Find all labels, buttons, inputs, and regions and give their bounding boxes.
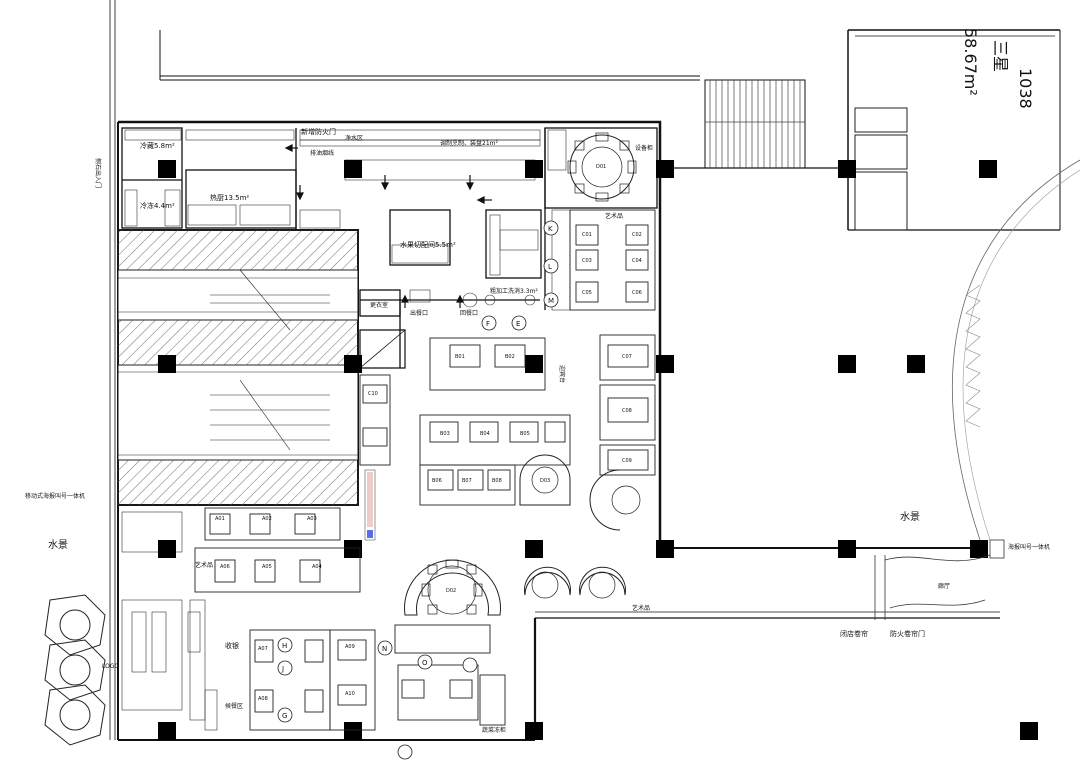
table-b07: B07	[462, 478, 472, 484]
marker-j: J	[281, 665, 284, 673]
table-c09: C09	[622, 458, 632, 464]
table-a10: A10	[345, 691, 355, 697]
table-b03: B03	[440, 431, 450, 437]
table-c04: C04	[632, 258, 642, 264]
table-a01: A01	[215, 516, 225, 522]
label-dish-return: 回餐口	[460, 309, 478, 317]
table-a05: A05	[262, 564, 272, 570]
table-a06: A06	[220, 564, 230, 570]
label-side-gate: 侧石出入门	[94, 158, 102, 188]
label-clean-zone: 净水区	[345, 134, 363, 142]
structural-columns	[158, 160, 1038, 740]
marker-g: G	[282, 712, 287, 720]
marker-n: N	[382, 645, 387, 653]
room-prep-area: 调制烹制、装盘21m²	[440, 139, 498, 147]
table-b01: B01	[455, 354, 465, 360]
hall-corridor	[874, 539, 1005, 620]
room-fruit-prep: 水果切配间5.5m²	[400, 240, 456, 249]
unit-cells	[854, 107, 908, 231]
room-freezer: 冷冻4.4m²	[140, 201, 175, 210]
marker-e: E	[516, 320, 520, 328]
table-a02: A02	[262, 516, 272, 522]
booth-round-tables	[519, 454, 641, 599]
marker-o: O	[422, 659, 428, 667]
table-b04: B04	[480, 431, 490, 437]
marker-m: M	[548, 297, 554, 305]
label-hall: 廊厅	[938, 582, 950, 590]
table-b08: B08	[492, 478, 502, 484]
outdoor-umbrellas	[44, 594, 106, 746]
label-reception: 迎宾台	[558, 365, 566, 383]
label-vegetable: 蔬菜冻柜	[482, 726, 506, 734]
table-a08: A08	[258, 696, 268, 702]
table-b06: B06	[432, 478, 442, 484]
label-exhaust: 排油烟线	[310, 149, 334, 157]
escalator-void	[117, 229, 359, 506]
label-lounge: 候餐区	[225, 702, 243, 710]
table-d01: D01	[596, 164, 606, 170]
marker-l: L	[548, 263, 552, 271]
marker-h: H	[282, 642, 287, 650]
round-table-d01	[567, 132, 637, 202]
table-b05: B05	[520, 431, 530, 437]
table-c08: C08	[622, 408, 632, 414]
flow-arrows	[284, 144, 492, 308]
label-cashier: 收银	[225, 641, 239, 650]
table-d02: D02	[446, 588, 456, 594]
label-logo-panel: LOGO	[102, 663, 120, 670]
label-shutter: 闭店卷帘	[840, 629, 868, 638]
table-c10: C10	[368, 391, 378, 397]
label-pickup-window: 出餐口	[410, 309, 428, 317]
label-art-wall-3: 艺术品	[632, 604, 650, 612]
label-art-wall-1: 艺术品	[605, 212, 623, 220]
label-water-feature-left: 水景	[48, 539, 68, 551]
table-c01: C01	[582, 232, 592, 238]
unit-area: 58.67m²	[961, 28, 980, 96]
room-changing: 更衣室	[370, 301, 388, 309]
label-fire-shutter: 防火卷帘门	[890, 629, 925, 638]
table-c06: C06	[632, 290, 642, 296]
markers	[277, 220, 559, 760]
kitchen-counters	[121, 129, 571, 731]
atrium-arc	[952, 159, 1080, 541]
table-a04: A04	[312, 564, 322, 570]
table-a09: A09	[345, 644, 355, 650]
table-c05: C05	[582, 290, 592, 296]
table-d03: D03	[540, 478, 550, 484]
unit-name: 三星	[991, 40, 1010, 72]
room-hot-kitchen: 热厨13.5m²	[210, 193, 249, 202]
label-queue-machine-left: 移动式海报叫号一体机	[25, 492, 85, 500]
table-a07: A07	[258, 646, 268, 652]
marker-f: F	[486, 320, 490, 328]
booths	[194, 209, 656, 731]
room-dish-washing: 粗加工洗消3.3m²	[490, 287, 538, 295]
label-water-feature-right: 水景	[900, 511, 920, 523]
label-fire-door: 新增防火门	[301, 127, 336, 136]
top-stair	[705, 80, 805, 168]
marker-k: K	[548, 225, 553, 233]
label-equipment: 设备柜	[635, 144, 653, 152]
table-c07: C07	[622, 354, 632, 360]
label-queue-machine-right: 海报叫号一体机	[1008, 543, 1050, 551]
room-cold-storage: 冷藏5.8m²	[140, 141, 175, 150]
label-art-wall-2: 艺术品	[195, 561, 213, 569]
outer-walls	[109, 0, 1061, 741]
table-a03: A03	[307, 516, 317, 522]
table-c02: C02	[632, 232, 642, 238]
unit-number: 1038	[1016, 68, 1035, 109]
round-table-d02	[404, 559, 501, 616]
table-c03: C03	[582, 258, 592, 264]
table-b02: B02	[505, 354, 515, 360]
